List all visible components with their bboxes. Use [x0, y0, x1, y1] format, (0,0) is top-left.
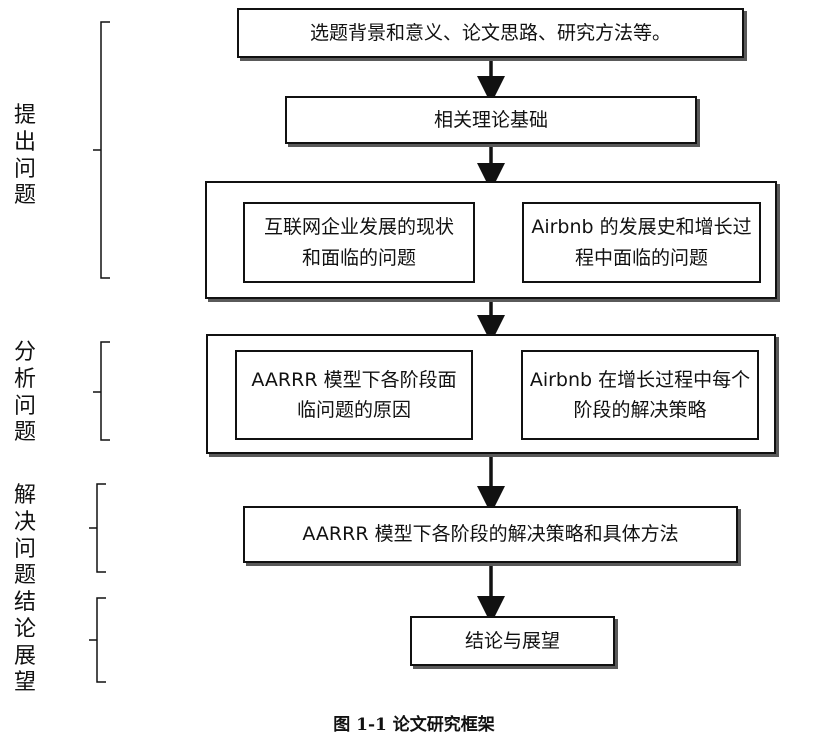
problem-right-line2: 程中面临的问题: [574, 246, 708, 269]
bracket-solve: [89, 483, 106, 573]
theory-box: 相关理论基础: [285, 96, 697, 144]
cause-left-line1: AARRR 模型下各阶段面: [251, 368, 457, 391]
bracket-ask: [93, 21, 110, 279]
cause-left-line2: 临问题的原因: [296, 399, 411, 421]
problem-left-line1: 互联网企业发展的现状: [263, 216, 454, 239]
background-box: 选题背景和意义、论文思路、研究方法等。: [237, 8, 744, 58]
conclusion-box: 结论与展望: [410, 616, 615, 666]
conclusion-text: 结论与展望: [464, 629, 560, 652]
stage-label-analyze: 分析问题: [13, 340, 36, 446]
stage-label-ask: 提出问题: [13, 103, 36, 209]
stage-label-solve: 解决问题: [13, 483, 36, 589]
solution-text: AARRR 模型下各阶段的解决策略和具体方法: [302, 523, 679, 546]
theory-text: 相关理论基础: [433, 108, 548, 131]
cause-right-box: Airbnb 在增长过程中每个 阶段的解决策略: [521, 350, 759, 440]
figure-caption: 图 1-1 论文研究框架: [333, 715, 495, 735]
bracket-analyze: [93, 341, 110, 441]
cause-right-line1: Airbnb 在增长过程中每个: [529, 368, 751, 391]
stage-label-conclude: 结论展望: [13, 590, 36, 696]
problem-left-line2: 和面临的问题: [301, 246, 416, 269]
problem-right-line1: Airbnb 的发展史和增长过: [531, 216, 752, 239]
problem-left-box: 互联网企业发展的现状 和面临的问题: [243, 202, 475, 283]
problem-right-box: Airbnb 的发展史和增长过 程中面临的问题: [522, 202, 761, 283]
cause-left-box: AARRR 模型下各阶段面 临问题的原因: [235, 350, 473, 440]
solution-box: AARRR 模型下各阶段的解决策略和具体方法: [243, 506, 738, 563]
bracket-conclude: [89, 597, 106, 683]
background-text: 选题背景和意义、论文思路、研究方法等。: [309, 21, 671, 44]
cause-right-line2: 阶段的解决策略: [573, 399, 707, 421]
